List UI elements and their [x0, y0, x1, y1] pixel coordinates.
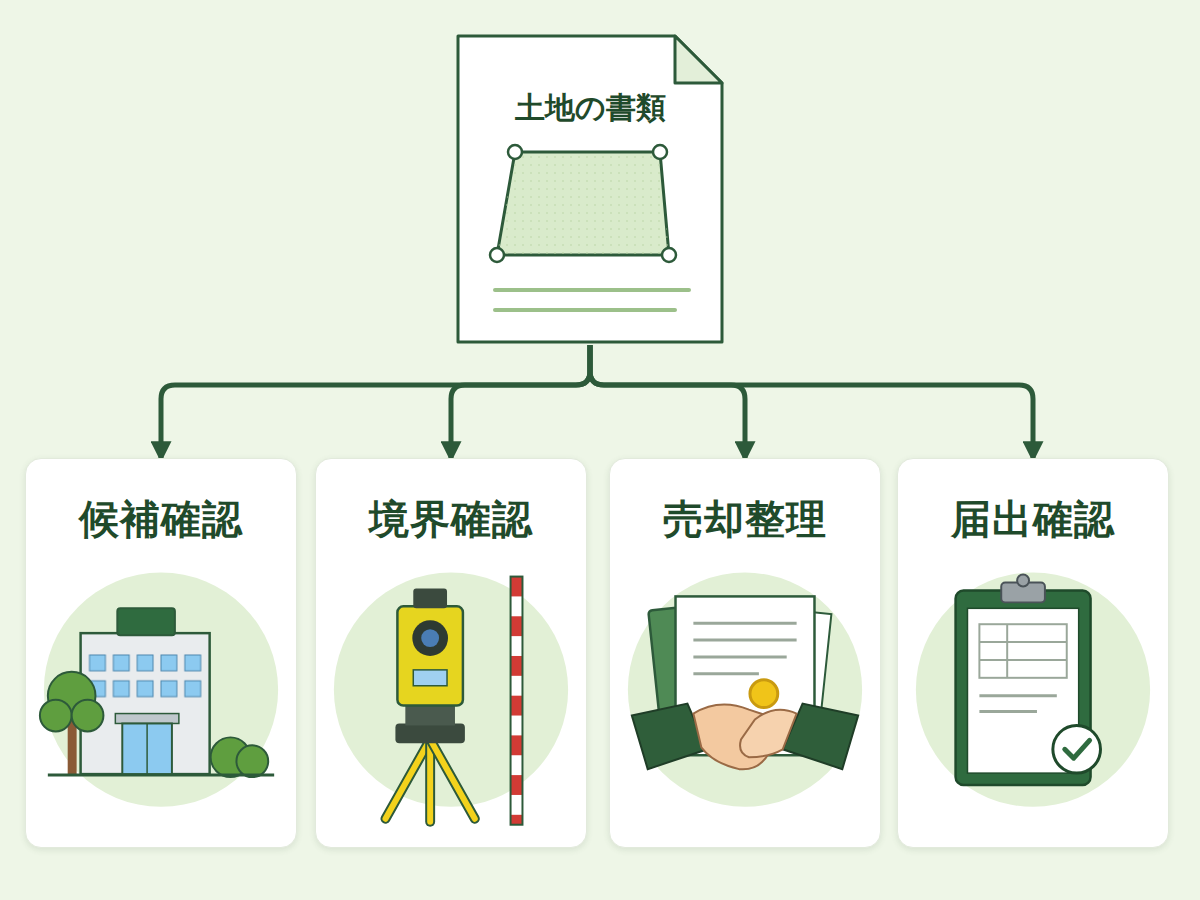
lens [412, 620, 448, 656]
tree-trunk [68, 720, 77, 776]
lens-glass [421, 629, 439, 647]
document-outline [455, 33, 725, 345]
instrument-base [405, 704, 455, 726]
display [413, 670, 447, 686]
card-title: 候補確認 [79, 495, 243, 543]
instrument-body [397, 606, 463, 705]
backdrop-circle [628, 573, 862, 807]
text-line [693, 639, 796, 642]
text-line [693, 622, 796, 625]
instrument-handle [413, 588, 447, 608]
card-title: 境界確認 [369, 495, 533, 543]
tripod-leg [385, 739, 430, 818]
connector-arrow [590, 345, 745, 458]
canopy [115, 714, 179, 724]
text-line [693, 672, 759, 675]
document-node: 土地の書類 [455, 33, 725, 345]
tripod-leg [385, 739, 430, 818]
plot-corner [653, 145, 667, 159]
door-frame [146, 723, 147, 774]
plot-corner [508, 145, 522, 159]
survey-pole [511, 577, 523, 825]
seal [750, 680, 778, 708]
clip-ring [1017, 575, 1029, 587]
land-plot-texture [497, 152, 669, 255]
document-title: 土地の書類 [515, 90, 666, 126]
connector-arrow [451, 345, 590, 458]
bush [236, 745, 268, 777]
connector-arrow [590, 345, 1033, 458]
check-mark [1065, 740, 1090, 758]
text-line [495, 308, 675, 312]
form-row [979, 659, 1066, 661]
ground-line [48, 774, 274, 777]
task-card: 候補確認 [25, 458, 297, 848]
text-line [693, 655, 786, 658]
form-row [979, 641, 1066, 643]
backdrop-circle [916, 573, 1150, 807]
plot-corner [490, 248, 504, 262]
rooftop-sign [117, 608, 175, 635]
task-card: 境界確認 [315, 458, 587, 848]
task-card: 売却整理 [609, 458, 881, 848]
plot-corner [662, 248, 676, 262]
card-title: 売却整理 [663, 495, 827, 543]
building [81, 633, 210, 774]
tripod-head [395, 723, 464, 743]
form-column [1006, 624, 1008, 678]
windows [88, 653, 205, 705]
check-badge [1053, 725, 1101, 773]
backdrop-circle [44, 573, 278, 807]
card-title: 届出確認 [951, 495, 1115, 543]
land-plot [497, 152, 669, 255]
text-line [495, 288, 689, 292]
tree-crown [72, 700, 104, 732]
connector-arrow [161, 345, 590, 458]
document-page [458, 36, 722, 342]
tree-crown [40, 700, 72, 732]
task-card: 届出確認 [897, 458, 1169, 848]
document-fold [675, 36, 722, 83]
text-line [979, 694, 1056, 697]
form-table [979, 624, 1066, 678]
hand [740, 710, 797, 757]
tripod-leg [430, 739, 475, 818]
text-line [979, 710, 1037, 713]
tripod-leg [430, 739, 475, 818]
entrance [122, 723, 172, 774]
clipboard [956, 590, 1091, 785]
